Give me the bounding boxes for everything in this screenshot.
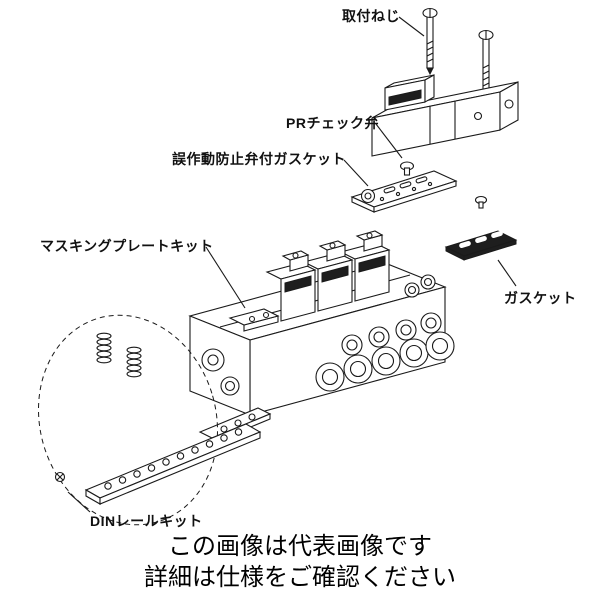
manifold-assembly-part bbox=[188, 230, 455, 444]
caption-line2: 詳細は仕様をご確認ください bbox=[144, 564, 456, 591]
malfunction-prevention-gasket-part bbox=[350, 170, 458, 213]
gasket-part bbox=[444, 230, 518, 261]
valve-station bbox=[265, 250, 317, 322]
pilot-valve-unit-part bbox=[371, 74, 519, 209]
din-rail-kit-part bbox=[38, 314, 262, 526]
piping-ports bbox=[315, 312, 455, 392]
din-rail-part bbox=[84, 423, 262, 505]
supply-ports bbox=[201, 348, 240, 396]
rail-screw-part bbox=[54, 471, 66, 483]
valve-station bbox=[339, 230, 391, 302]
leader-lines bbox=[67, 16, 517, 513]
caption-line1: この画像は代表画像です bbox=[168, 533, 432, 560]
label-pr-check-valve: PRチェック弁 bbox=[286, 115, 379, 131]
label-din-rail-kit: DINレールキット bbox=[90, 513, 203, 529]
pr-check-valve-part bbox=[399, 161, 415, 176]
valve-station bbox=[302, 240, 354, 312]
masking-plate-part bbox=[228, 308, 280, 332]
label-gasket: ガスケット bbox=[504, 290, 577, 306]
caption-note: この画像は代表画像です 詳細は仕様をご確認ください bbox=[0, 531, 600, 593]
spring-part bbox=[96, 332, 142, 378]
check-seal-part bbox=[474, 195, 488, 209]
label-masking-plate-kit: マスキングプレートキット bbox=[40, 238, 214, 254]
label-mounting-screw: 取付ねじ bbox=[342, 8, 400, 24]
label-malfunction-prevention-gasket: 誤作動防止弁付ガスケット bbox=[172, 151, 346, 167]
